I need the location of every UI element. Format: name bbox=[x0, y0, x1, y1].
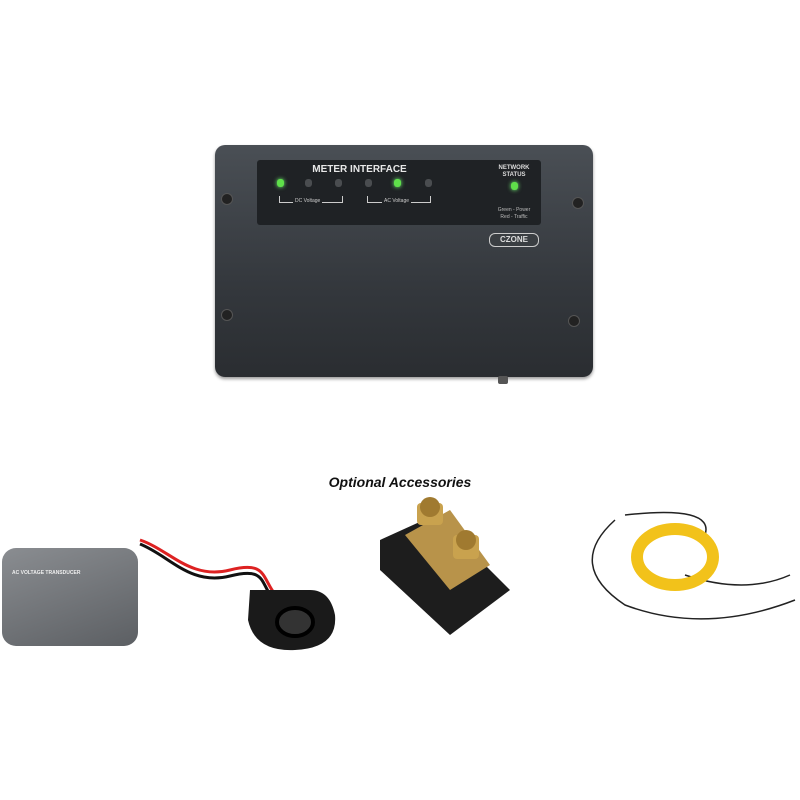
connector bbox=[498, 376, 508, 384]
ac-led-3 bbox=[425, 179, 432, 187]
czone-logo: CZONE bbox=[489, 233, 539, 247]
network-legend: Green - Power Red - Traffic bbox=[497, 207, 531, 220]
screw-icon bbox=[572, 197, 584, 209]
ac-led-2 bbox=[394, 179, 401, 187]
ac-voltage-label: AC Voltage bbox=[382, 198, 412, 204]
device-title: METER INTERFACE bbox=[312, 164, 407, 175]
transducer-label: AC VOLTAGE TRANSDUCER bbox=[12, 570, 81, 576]
current-coil bbox=[591, 511, 796, 620]
screw-icon bbox=[221, 193, 233, 205]
indicator-panel: METER INTERFACE DC Voltage AC Voltage NE… bbox=[257, 160, 541, 225]
network-status-label: NETWORK STATUS bbox=[498, 165, 530, 178]
dc-led-3 bbox=[335, 179, 342, 187]
ac-voltage-transducer: AC VOLTAGE TRANSDUCER bbox=[2, 548, 138, 646]
accessories-heading: Optional Accessories bbox=[328, 474, 472, 490]
dc-led-2 bbox=[305, 179, 312, 187]
ac-led-1 bbox=[365, 179, 372, 187]
dc-led-1 bbox=[277, 179, 284, 187]
network-led bbox=[511, 182, 518, 190]
dc-voltage-label: DC Voltage bbox=[293, 198, 323, 204]
current-transformer bbox=[139, 538, 336, 651]
screw-icon bbox=[568, 315, 580, 327]
meter-interface-device: METER INTERFACE DC Voltage AC Voltage NE… bbox=[215, 145, 593, 377]
shunt bbox=[380, 497, 510, 635]
screw-icon bbox=[221, 309, 233, 321]
